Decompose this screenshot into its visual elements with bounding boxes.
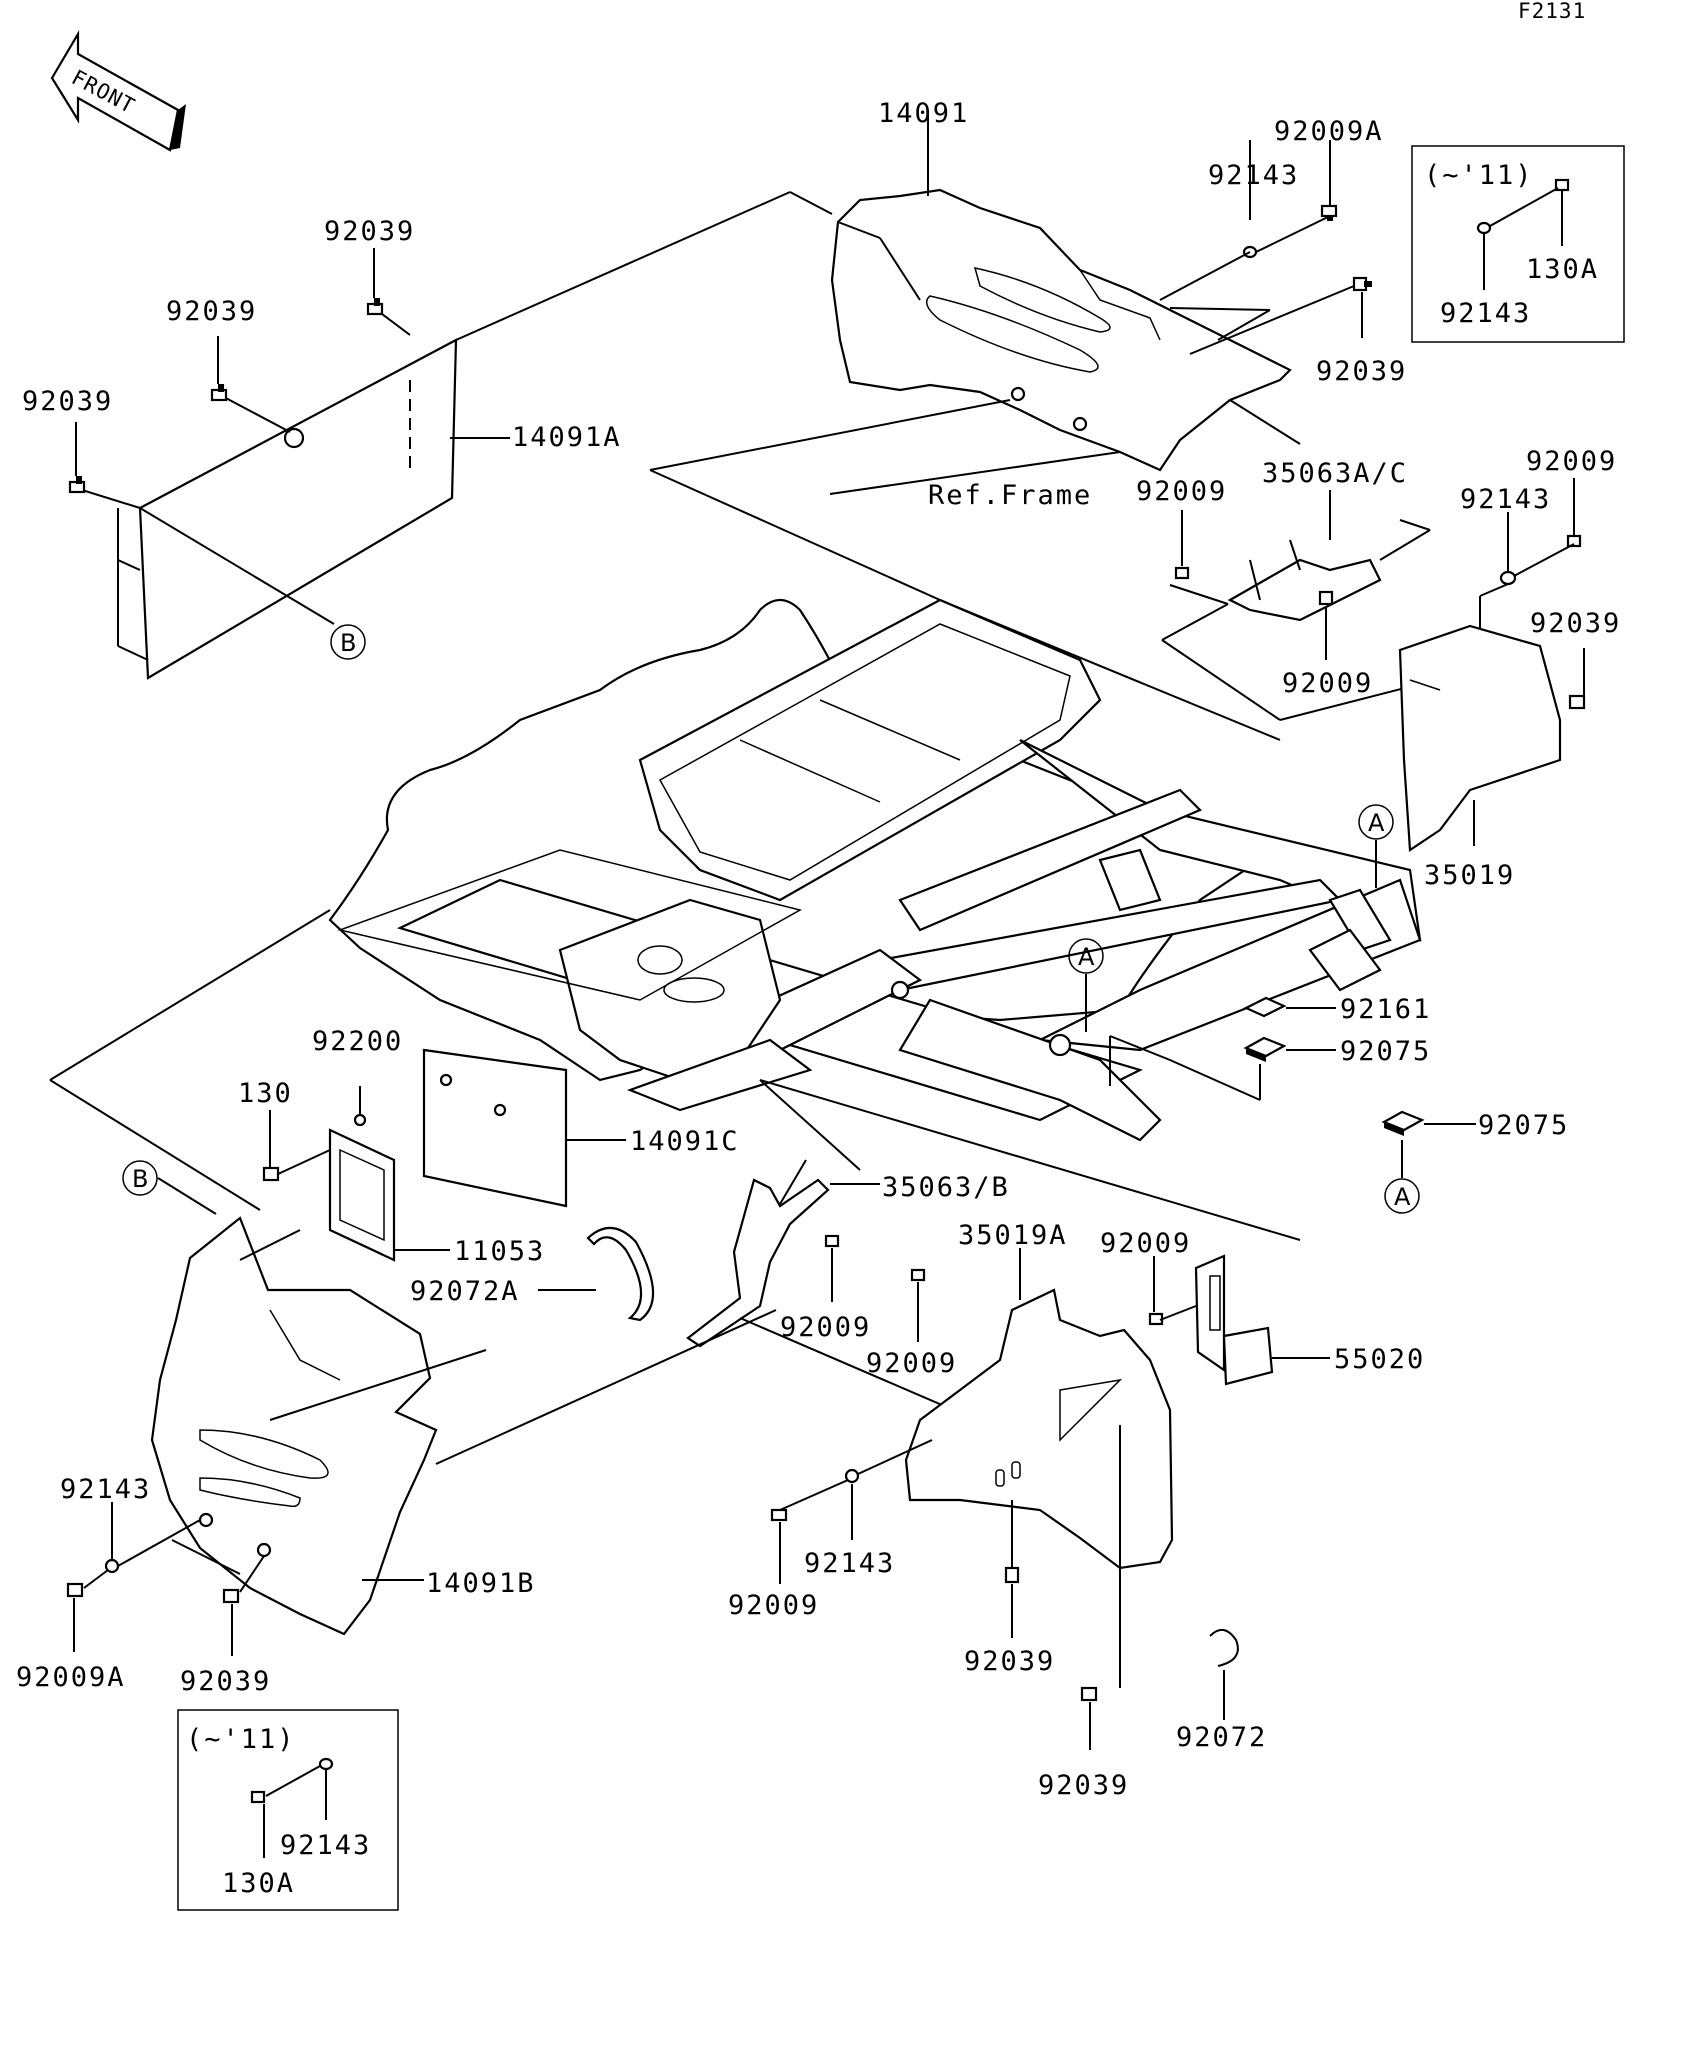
washer-icon bbox=[353, 1113, 367, 1127]
callout-92009: 92009 bbox=[1282, 668, 1373, 699]
callout-11053: 11053 bbox=[454, 1236, 545, 1267]
callout-92143: 92143 bbox=[60, 1474, 151, 1505]
cushion-92075-icon bbox=[1381, 1110, 1425, 1136]
washer-icon bbox=[318, 1757, 334, 1771]
bolt-icon bbox=[1568, 694, 1586, 710]
callout-92143: 92143 bbox=[804, 1548, 895, 1579]
callout-92009: 92009 bbox=[728, 1590, 819, 1621]
ref-frame-label: Ref.Frame bbox=[928, 480, 1092, 511]
fender-14091B bbox=[150, 1216, 438, 1636]
callout-92161: 92161 bbox=[1340, 994, 1431, 1025]
washer-icon bbox=[1499, 570, 1517, 586]
inset-box-bottom bbox=[177, 1709, 399, 1911]
bolt-icon bbox=[210, 384, 228, 402]
callout-92009A: 92009A bbox=[1274, 116, 1384, 147]
figure-code: F2131 bbox=[1518, 0, 1586, 23]
callout-92143: 92143 bbox=[1208, 160, 1299, 191]
callout-14091: 14091 bbox=[878, 98, 969, 129]
inset-top-part-92143: 92143 bbox=[1440, 298, 1531, 329]
ref-circle-a: A bbox=[1384, 1178, 1420, 1214]
callout-92039: 92039 bbox=[1530, 608, 1621, 639]
bolt-icon bbox=[366, 298, 384, 316]
callout-130: 130 bbox=[238, 1078, 293, 1109]
callout-92200: 92200 bbox=[312, 1026, 403, 1057]
mudflap-35019 bbox=[1398, 624, 1562, 852]
callout-92039: 92039 bbox=[180, 1666, 271, 1697]
bracket-35063B bbox=[686, 1159, 830, 1348]
callout-35019A: 35019A bbox=[958, 1220, 1068, 1251]
callout-92075: 92075 bbox=[1340, 1036, 1431, 1067]
bolt-icon bbox=[824, 1234, 840, 1248]
bolt-icon bbox=[66, 1582, 84, 1598]
svg-text:A: A bbox=[1368, 809, 1385, 837]
callout-55020: 55020 bbox=[1334, 1344, 1425, 1375]
callout-92009: 92009 bbox=[780, 1312, 871, 1343]
ref-circle-b: B bbox=[330, 624, 366, 660]
svg-text:A: A bbox=[1394, 1183, 1411, 1211]
callout-92072: 92072 bbox=[1176, 1722, 1267, 1753]
bolt-icon bbox=[222, 1588, 240, 1604]
bracket-35063AC bbox=[1227, 539, 1382, 622]
callout-35063AC: 35063A/C bbox=[1262, 458, 1408, 489]
callout-92009: 92009 bbox=[1136, 476, 1227, 507]
inset-top-part-130A: 130A bbox=[1526, 254, 1599, 285]
bolt-icon bbox=[68, 476, 86, 494]
bracket-55020 bbox=[1194, 1254, 1274, 1386]
strap-92072A bbox=[586, 1226, 655, 1322]
svg-text:B: B bbox=[340, 629, 356, 657]
plate-14091C bbox=[422, 1048, 568, 1208]
bolt-icon bbox=[250, 1790, 266, 1804]
inset-box-top bbox=[1411, 145, 1625, 343]
callout-92009A: 92009A bbox=[16, 1662, 126, 1693]
panel-14091A bbox=[138, 338, 458, 680]
inset-bottom-title: (~'11) bbox=[186, 1724, 296, 1755]
svg-text:B: B bbox=[132, 1165, 148, 1193]
callout-92039: 92039 bbox=[166, 296, 257, 327]
callout-14091A: 14091A bbox=[512, 422, 622, 453]
inset-bottom-part-130A: 130A bbox=[222, 1868, 295, 1899]
ref-circle-b: B bbox=[122, 1160, 158, 1196]
bolt-icon bbox=[1004, 1566, 1020, 1584]
clamp-92072 bbox=[1209, 1629, 1239, 1667]
inset-bottom-part-92143: 92143 bbox=[280, 1830, 371, 1861]
bolt-icon bbox=[910, 1268, 926, 1282]
mudflap-35019A bbox=[904, 1288, 1174, 1570]
callout-92075: 92075 bbox=[1478, 1110, 1569, 1141]
svg-text:A: A bbox=[1078, 943, 1095, 971]
fender-14091 bbox=[830, 188, 1292, 472]
bolt-icon bbox=[1352, 276, 1372, 292]
callout-92039: 92039 bbox=[964, 1646, 1055, 1677]
washer-icon bbox=[844, 1468, 860, 1484]
callout-92039: 92039 bbox=[1316, 356, 1407, 387]
callout-35019: 35019 bbox=[1424, 860, 1515, 891]
bolt-icon bbox=[1318, 590, 1334, 606]
bracket-11053 bbox=[328, 1128, 396, 1262]
washer-icon bbox=[1476, 221, 1492, 235]
bolt-icon bbox=[770, 1508, 788, 1522]
front-arrow-icon: FRONT bbox=[50, 29, 186, 152]
callout-92072A: 92072A bbox=[410, 1276, 520, 1307]
ref-circle-a: A bbox=[1068, 938, 1104, 974]
callout-92009: 92009 bbox=[1526, 446, 1617, 477]
callout-92009: 92009 bbox=[1100, 1228, 1191, 1259]
callout-14091B: 14091B bbox=[426, 1568, 536, 1599]
bolt-icon bbox=[262, 1166, 280, 1182]
ref-circle-a: A bbox=[1358, 804, 1394, 840]
callout-92039: 92039 bbox=[22, 386, 113, 417]
callout-92143: 92143 bbox=[1460, 484, 1551, 515]
inset-top-title: (~'11) bbox=[1424, 160, 1534, 191]
callout-92039: 92039 bbox=[324, 216, 415, 247]
callout-14091C: 14091C bbox=[630, 1126, 740, 1157]
vehicle-frame bbox=[328, 598, 1422, 1142]
callout-35063B: 35063/B bbox=[882, 1172, 1010, 1203]
bolt-icon bbox=[1080, 1686, 1098, 1702]
callout-92009: 92009 bbox=[866, 1348, 957, 1379]
pad-92161-icon bbox=[1243, 996, 1287, 1018]
callout-92039: 92039 bbox=[1038, 1770, 1129, 1801]
cushion-92075-icon bbox=[1243, 1036, 1287, 1062]
bolt-icon bbox=[1174, 566, 1190, 580]
